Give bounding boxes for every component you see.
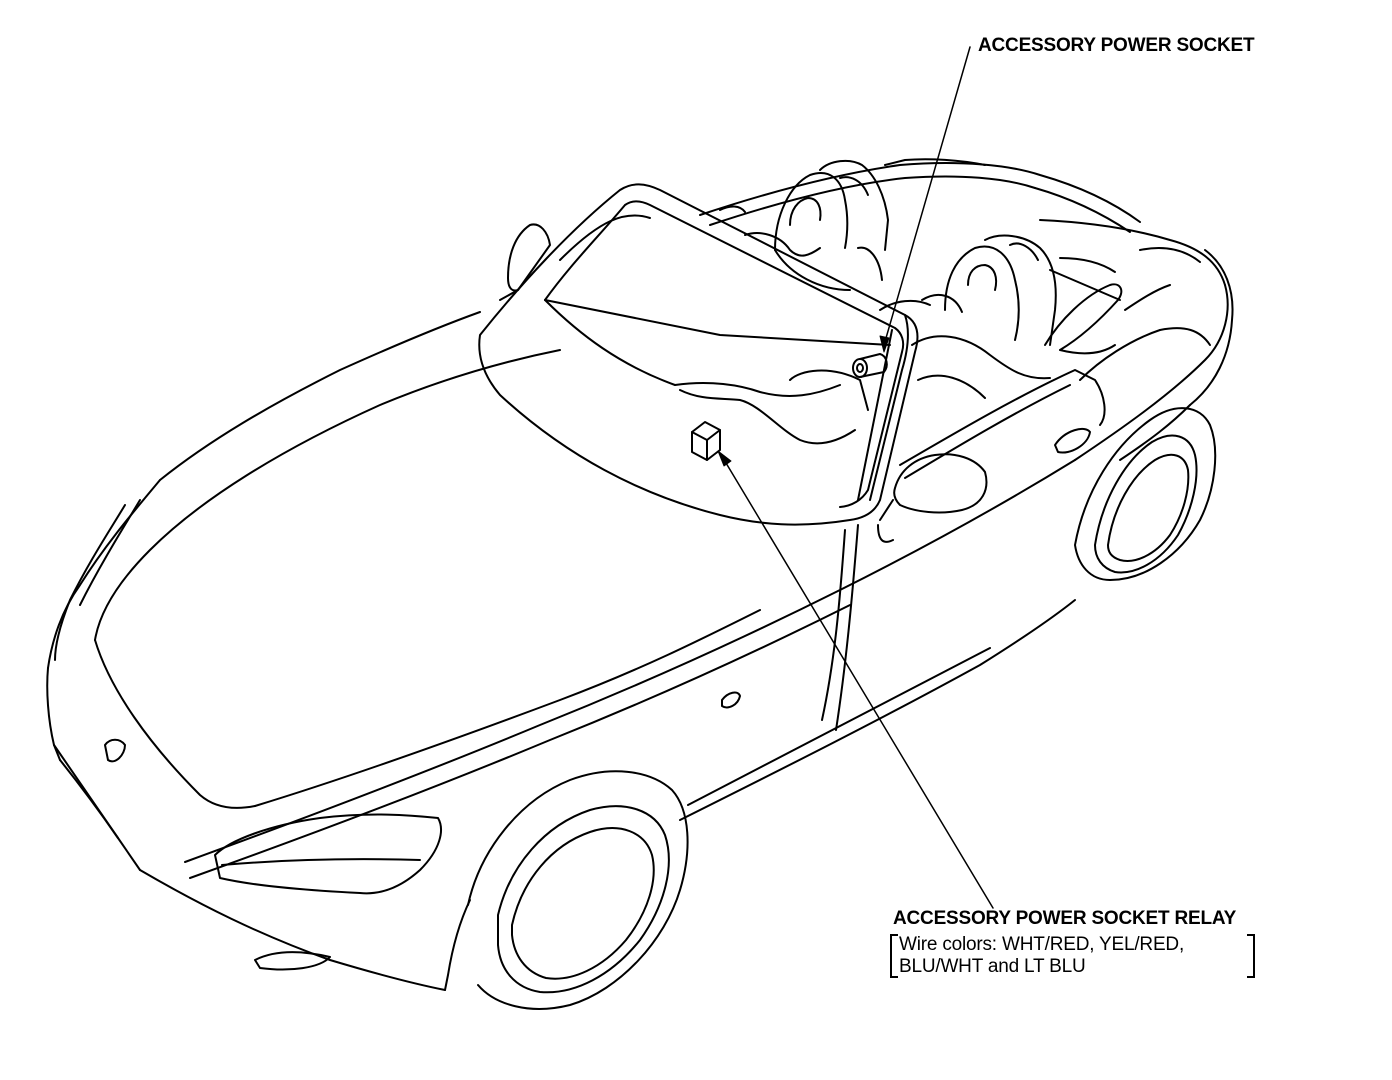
- socket-leader: [883, 46, 971, 346]
- car-body: [46, 219, 1234, 991]
- accessory-power-socket: [852, 353, 888, 378]
- wire-colors-bracket-right: [1247, 934, 1255, 978]
- relay-leader: [722, 457, 994, 909]
- relay-arrowhead: [717, 450, 732, 467]
- windshield: [478, 183, 919, 526]
- interior: [674, 158, 1201, 479]
- front-wheel: [467, 770, 689, 1010]
- leader-lines: [717, 46, 994, 909]
- wire-colors-line2: BLU/WHT and LT BLU: [899, 956, 1086, 977]
- left-mirror: [507, 223, 551, 292]
- socket-label: ACCESSORY POWER SOCKET: [978, 35, 1255, 56]
- wire-colors-bracket-left: [890, 934, 898, 978]
- wire-colors-line1: Wire colors: WHT/RED, YEL/RED,: [899, 934, 1185, 955]
- socket-arrowhead: [879, 335, 890, 353]
- accessory-power-socket-relay: [691, 421, 721, 461]
- right-mirror: [877, 453, 988, 543]
- rear-wheel: [1074, 407, 1217, 581]
- relay-label: ACCESSORY POWER SOCKET RELAY: [893, 908, 1237, 929]
